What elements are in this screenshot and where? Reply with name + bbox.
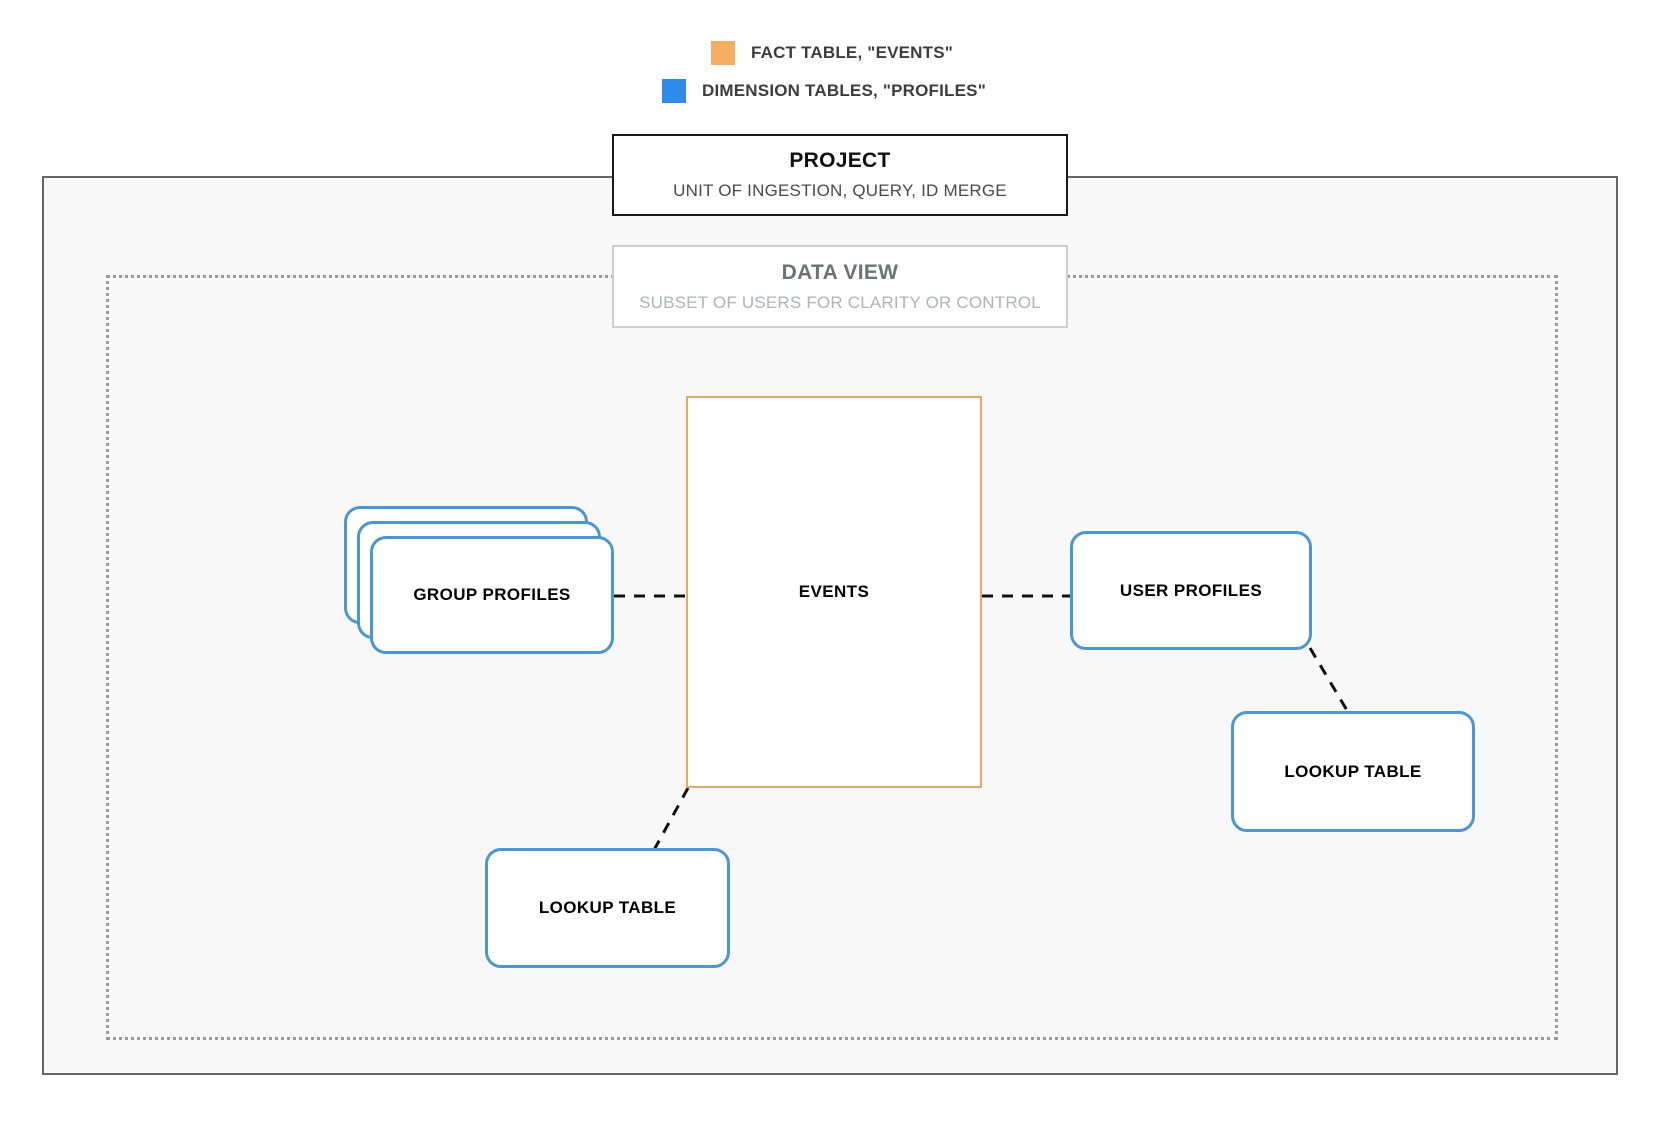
group-profiles-node[interactable]: GROUP PROFILES [370,536,614,654]
lookup-table-left-node[interactable]: LOOKUP TABLE [485,848,730,968]
group-profiles-stack[interactable]: GROUP PROFILES [344,506,614,654]
group-profiles-label: GROUP PROFILES [413,585,571,604]
project-label-box: PROJECT UNIT OF INGESTION, QUERY, ID MER… [612,134,1068,216]
data-view-subtitle: SUBSET OF USERS FOR CLARITY OR CONTROL [639,292,1041,312]
lookup-table-right-label: LOOKUP TABLE [1284,761,1422,781]
lookup-table-right-node[interactable]: LOOKUP TABLE [1231,711,1475,832]
legend-label-dimension-tables: DIMENSION TABLES, "PROFILES" [702,81,986,100]
user-profiles-label: USER PROFILES [1119,580,1263,600]
project-subtitle: UNIT OF INGESTION, QUERY, ID MERGE [673,181,1007,200]
legend: FACT TABLE, "EVENTS" DIMENSION TABLES, "… [0,34,1664,110]
lookup-table-left-label: LOOKUP TABLE [538,898,677,917]
events-label: EVENTS [798,582,870,601]
project-title: PROJECT [789,149,891,172]
legend-label-fact-table: FACT TABLE, "EVENTS" [750,43,954,62]
orange-square-swatch-icon [710,41,735,65]
legend-item-fact-table: FACT TABLE, "EVENTS" [0,34,1664,72]
user-profiles-node[interactable]: USER PROFILES [1070,531,1312,650]
legend-item-dimension-tables: DIMENSION TABLES, "PROFILES" [0,72,1664,110]
events-node[interactable]: EVENTS [686,396,982,788]
blue-square-swatch-icon [662,79,686,103]
data-view-title: DATA VIEW [781,260,899,284]
data-view-label-box: DATA VIEW SUBSET OF USERS FOR CLARITY OR… [612,245,1068,328]
